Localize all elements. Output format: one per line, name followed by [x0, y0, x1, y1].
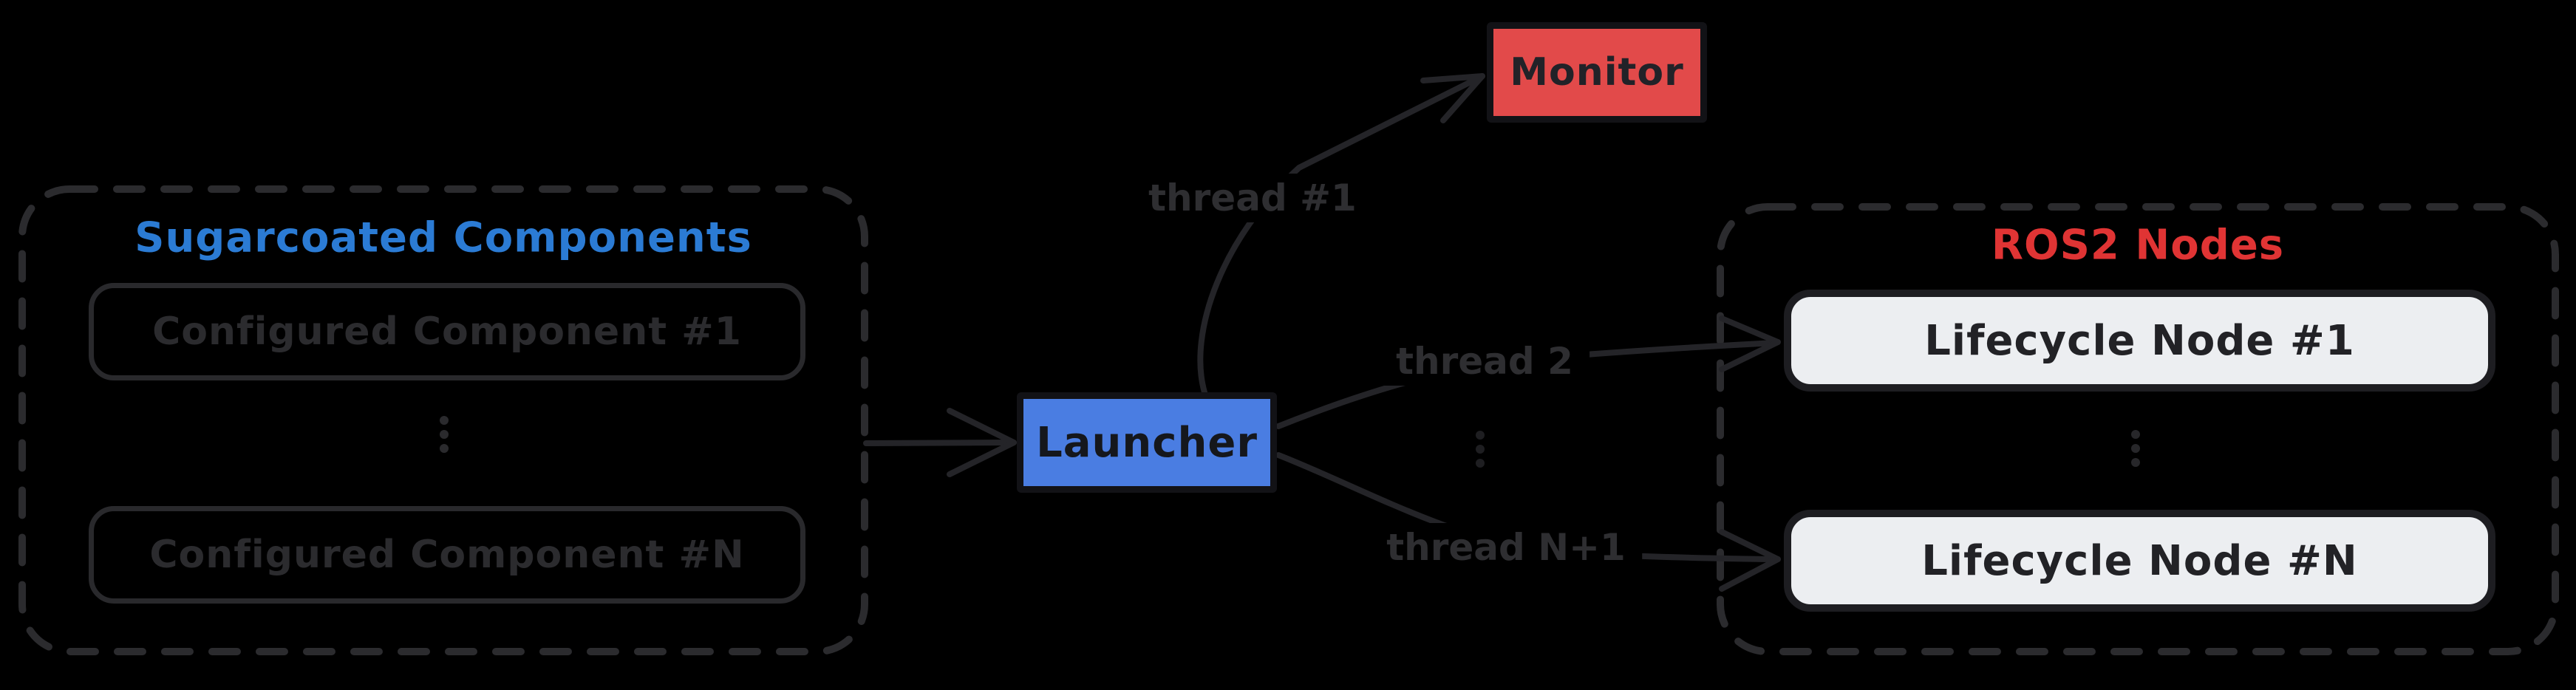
ellipsis-dot [1476, 459, 1485, 468]
sugarcoated-components-title: Sugarcoated Components [134, 214, 752, 262]
ellipsis-dot [2131, 444, 2140, 453]
configured-component-1-node: Configured Component #1 [89, 283, 805, 380]
edge-label-thread-n-plus-1: thread N+1 [1370, 523, 1642, 572]
ellipsis-dot [440, 444, 449, 453]
arrowhead-barb [1440, 73, 1485, 123]
ellipsis-dot [1476, 431, 1485, 440]
edge-label-thread-1: thread #1 [1132, 174, 1373, 222]
ros2-nodes-container [1717, 203, 2559, 655]
arrowhead-barb [1719, 315, 1781, 345]
edge-components-to-launcher [863, 408, 1017, 477]
monitor-node: Monitor [1487, 22, 1707, 123]
ellipsis-dot [2131, 458, 2140, 467]
lifecycle-node-n: Lifecycle Node #N [1784, 510, 2495, 612]
right-vertical-ellipsis [2131, 430, 2140, 467]
middle-vertical-ellipsis [1476, 431, 1485, 468]
launcher-node: Launcher [1017, 392, 1277, 493]
ellipsis-dot [440, 430, 449, 439]
lifecycle-node-1: Lifecycle Node #1 [1784, 290, 2495, 392]
edge-label-thread-2: thread 2 [1380, 337, 1589, 386]
arrowhead-barb [1719, 556, 1781, 592]
sugarcoated-components-container [18, 185, 868, 655]
ros2-nodes-title: ROS2 Nodes [1991, 221, 2285, 270]
arrowhead-barb [947, 440, 1017, 477]
ellipsis-dot [2131, 430, 2140, 439]
ellipsis-dot [440, 416, 449, 425]
arrowhead-barb [947, 408, 1017, 445]
arrowhead-barb [1719, 529, 1781, 562]
left-vertical-ellipsis [440, 416, 449, 453]
configured-component-n-node: Configured Component #N [89, 506, 805, 604]
ellipsis-dot [1476, 445, 1485, 454]
arrowhead-barb [1420, 73, 1485, 83]
arrowhead-barb [1719, 339, 1781, 372]
